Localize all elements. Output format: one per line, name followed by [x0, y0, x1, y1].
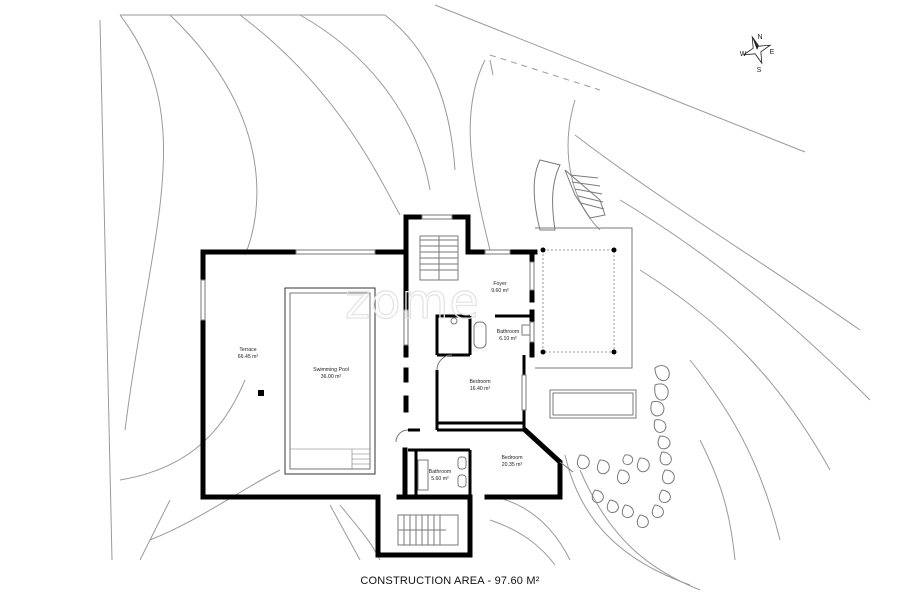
compass-icon: N E S W: [740, 34, 775, 74]
bathroom-2-area: 5.60 m²: [431, 476, 449, 482]
compass-n: N: [757, 34, 762, 41]
garden-stairs: [533, 159, 606, 231]
bedroom-2-label: Bedroom: [501, 455, 522, 461]
swimming-pool: [258, 287, 376, 475]
stairs-bottom: [397, 514, 459, 546]
windows: [200, 214, 535, 411]
pool-label: Swimming Pool: [313, 367, 349, 373]
foyer-area: 9.60 m²: [491, 288, 509, 294]
compass-w: W: [740, 51, 747, 58]
rock-border: [577, 365, 675, 528]
bedroom-1-area: 16.40 m²: [470, 386, 491, 392]
compass-s: S: [757, 67, 762, 74]
bathroom-1-label: Bathroom: [497, 329, 520, 335]
pool-area: 36.00 m²: [321, 374, 342, 380]
bedroom-1-label: Bedroom: [469, 379, 490, 385]
room-labels: Terrace 66.45 m² Swimming Pool 36.00 m² …: [238, 281, 523, 482]
stairs-center: [419, 235, 459, 281]
compass-e: E: [770, 49, 775, 56]
bedroom-2-area: 20.35 m²: [502, 462, 523, 468]
foyer-label: Foyer: [493, 281, 507, 287]
doors: [395, 354, 574, 473]
bathroom-1-area: 6.10 m²: [499, 336, 517, 342]
terrace-area: 66.45 m²: [238, 354, 259, 360]
building-walls: [200, 214, 563, 558]
fixtures: [417, 317, 531, 491]
bathroom-2-label: Bathroom: [429, 469, 452, 475]
terrace-label: Terrace: [239, 347, 256, 353]
pergola: [535, 227, 637, 419]
watermark-logo: zome: [345, 274, 480, 330]
construction-area-caption: CONSTRUCTION AREA - 97.60 M²: [360, 575, 540, 587]
site-terrain: [99, 4, 871, 591]
